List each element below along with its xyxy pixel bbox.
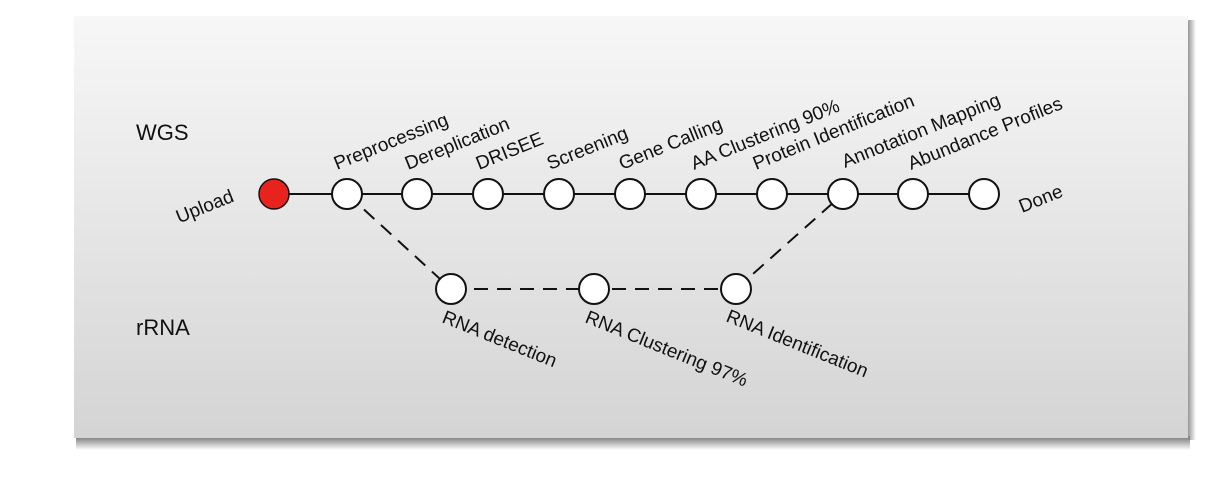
step-node bbox=[401, 178, 433, 210]
step-node bbox=[720, 273, 752, 305]
step-node bbox=[435, 273, 467, 305]
step-node bbox=[756, 178, 788, 210]
step-node bbox=[472, 178, 504, 210]
upload-node bbox=[258, 178, 290, 210]
diagram-panel bbox=[74, 16, 1188, 438]
branch-line-to-rrna bbox=[346, 193, 452, 290]
step-node bbox=[578, 273, 610, 305]
branch-line-from-rrna bbox=[735, 193, 844, 290]
step-node bbox=[543, 178, 575, 210]
panel-shadow-bottom bbox=[76, 436, 1190, 450]
step-node bbox=[614, 178, 646, 210]
step-node bbox=[827, 178, 859, 210]
step-node bbox=[331, 178, 363, 210]
done-node bbox=[968, 178, 1000, 210]
row-label-wgs: WGS bbox=[136, 120, 189, 145]
step-node bbox=[897, 178, 929, 210]
step-node bbox=[685, 178, 717, 210]
row-label-rrna: rRNA bbox=[136, 315, 190, 340]
panel-shadow-right bbox=[1188, 20, 1196, 440]
